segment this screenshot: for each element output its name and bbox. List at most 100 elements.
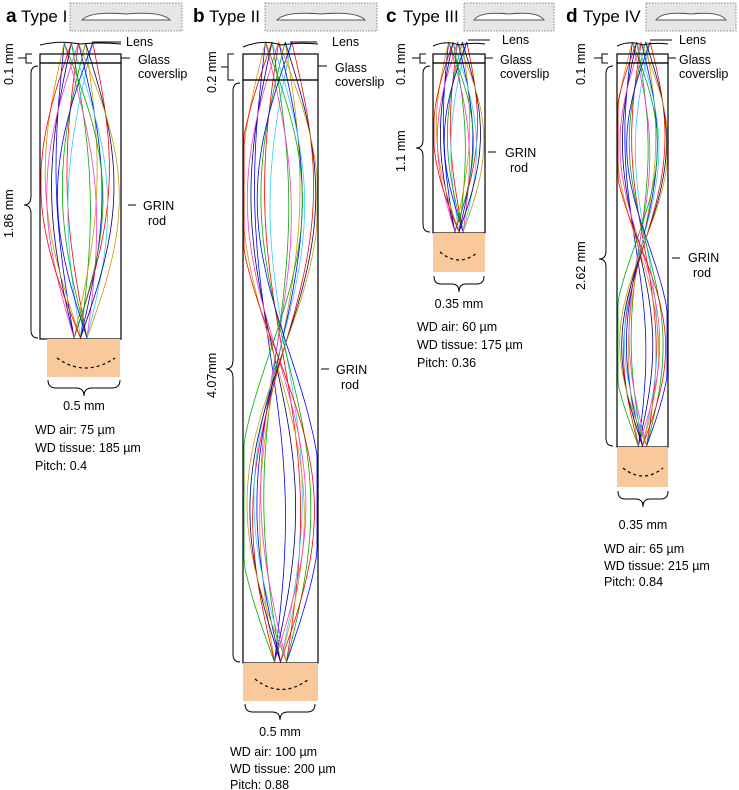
panel-letter: a xyxy=(6,6,17,27)
coverslip-bracket xyxy=(412,53,426,64)
ray-trace xyxy=(254,41,286,691)
coverslip-bracket xyxy=(594,53,608,64)
coverslip-bracket xyxy=(18,53,32,64)
ray-trace xyxy=(631,41,657,474)
ray-trace xyxy=(71,42,91,353)
ray-trace xyxy=(617,41,666,474)
panel-letter: d xyxy=(566,6,578,27)
glass-label: Glass xyxy=(335,61,367,75)
ray-trace xyxy=(624,41,647,474)
coverslip-label: coverslip xyxy=(500,67,549,81)
coverslip-thickness: 0.1 mm xyxy=(574,43,588,85)
tissue-region xyxy=(617,447,668,487)
diameter-label: 0.35 mm xyxy=(435,297,484,311)
ray-trace xyxy=(619,41,668,474)
panel-type-i: a Type I Lens Glass coverslip GRIN rod 0… xyxy=(2,2,187,473)
grin-label: GRIN xyxy=(505,146,536,160)
wd-tissue: WD tissue: 185 µm xyxy=(35,441,141,455)
ray-trace xyxy=(66,42,88,353)
ray-trace xyxy=(269,41,303,691)
wd-tissue: WD tissue: 175 µm xyxy=(417,338,523,352)
lens-label: Lens xyxy=(332,35,359,49)
lens-surface xyxy=(616,42,669,47)
ray-trace xyxy=(454,41,471,258)
ray-trace xyxy=(73,42,98,353)
lens-profile-icon xyxy=(655,12,727,21)
ray-trace xyxy=(617,41,658,474)
ray-trace xyxy=(46,42,79,353)
rod-label: rod xyxy=(693,266,711,280)
diameter-label: 0.5 mm xyxy=(63,399,105,413)
ray-trace xyxy=(446,41,464,258)
diameter-bracket xyxy=(47,379,121,397)
ray-trace xyxy=(57,42,93,353)
lens-surface xyxy=(242,41,319,48)
wd-tissue: WD tissue: 200 µm xyxy=(230,762,336,776)
panel-type-iii: c Type III Lens Glass coverslip GRIN rod… xyxy=(386,2,555,370)
lens-profile-icon xyxy=(473,12,545,21)
ray-trace xyxy=(626,41,668,474)
panel-type-iv: d Type IV Lens Glass coverslip GRIN rod … xyxy=(566,2,737,589)
grin-label: GRIN xyxy=(688,251,719,265)
diameter-label: 0.35 mm xyxy=(619,518,668,532)
coverslip-label: coverslip xyxy=(138,67,187,81)
panel-title: Type III xyxy=(403,7,459,26)
wd-tissue: WD tissue: 215 µm xyxy=(604,559,710,573)
ray-trace xyxy=(55,42,75,353)
tissue-region xyxy=(47,339,120,377)
pitch: Pitch: 0.84 xyxy=(604,575,663,589)
ray-trace xyxy=(256,41,318,691)
ray-trace xyxy=(40,42,81,353)
panel-letter: b xyxy=(193,6,205,27)
ray-trace xyxy=(44,42,81,353)
ray-trace xyxy=(71,42,109,353)
glass-label: Glass xyxy=(500,53,532,67)
rod-label: rod xyxy=(341,378,359,392)
ray-trace xyxy=(452,41,466,258)
lens-profile-icon xyxy=(80,12,172,21)
panel-letter: c xyxy=(386,6,397,27)
tissue-region xyxy=(433,233,485,272)
ray-trace xyxy=(457,41,485,258)
ray-trace xyxy=(63,42,98,353)
ray-trace xyxy=(260,41,312,691)
ray-trace xyxy=(264,41,302,691)
panel-title: Type I xyxy=(21,7,67,26)
ray-trace xyxy=(448,41,474,258)
ray-trace xyxy=(628,41,664,474)
coverslip-thickness: 0.2 mm xyxy=(205,51,219,93)
panel-type-ii: b Type II Lens Glass coverslip GRIN rod … xyxy=(193,2,384,790)
ray-trace xyxy=(246,41,318,691)
wd-air: WD air: 75 µm xyxy=(35,423,115,437)
ray-trace xyxy=(457,41,474,258)
wd-air: WD air: 100 µm xyxy=(230,745,317,759)
rod-length: 1.86 mm xyxy=(2,189,16,238)
rod-length-bracket xyxy=(598,65,614,447)
ray-trace xyxy=(260,41,292,691)
ray-trace xyxy=(452,41,477,258)
ray-trace xyxy=(442,41,456,258)
lens-profile-icon xyxy=(275,12,367,21)
ray-trace xyxy=(51,42,75,353)
coverslip-label: coverslip xyxy=(679,67,728,81)
panel-title: Type IV xyxy=(583,7,641,26)
lens-label: Lens xyxy=(502,33,529,47)
ray-trace xyxy=(448,41,470,258)
ray-trace xyxy=(78,42,120,353)
rod-label: rod xyxy=(510,161,528,175)
ray-trace xyxy=(443,41,468,258)
ray-trace xyxy=(439,41,456,258)
ray-trace xyxy=(450,41,468,258)
ray-trace xyxy=(73,42,110,353)
ray-trace xyxy=(263,41,290,691)
ray-trace xyxy=(433,41,460,258)
ray-trace xyxy=(458,41,481,258)
coverslip-bracket xyxy=(221,53,234,81)
glass-label: Glass xyxy=(679,53,711,67)
tissue-region xyxy=(243,663,318,701)
diameter-bracket xyxy=(617,490,669,508)
pitch: Pitch: 0.88 xyxy=(230,778,289,790)
coverslip-thickness: 0.1 mm xyxy=(394,43,408,85)
ray-trace xyxy=(243,41,315,691)
